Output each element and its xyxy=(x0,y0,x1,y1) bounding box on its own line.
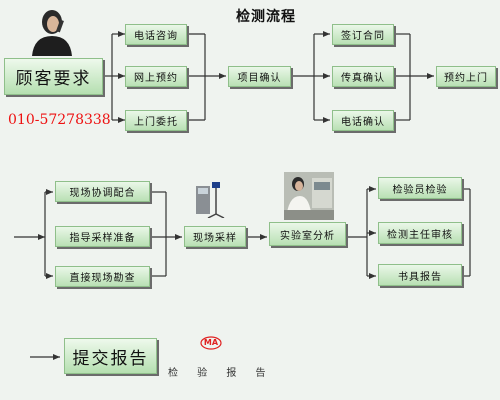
project-confirm-box: 项目确认 xyxy=(228,66,291,87)
online-booking-box: 网上预约 xyxy=(125,66,187,87)
lab-analysis-box: 实验室分析 xyxy=(269,222,346,246)
written-report-box: 书具报告 xyxy=(378,264,462,286)
field-sampling-box: 现场采样 xyxy=(184,226,246,247)
diagram-title: 检测流程 xyxy=(236,9,296,25)
submit-report-box: 提交报告 xyxy=(64,338,157,374)
lab-analysis-photo xyxy=(284,172,334,220)
book-visit-box: 预约上门 xyxy=(436,66,496,87)
site-coordination-box: 现场协调配合 xyxy=(55,181,150,202)
ma-mark-text: MA xyxy=(203,338,219,347)
onsite-commission-box: 上门委托 xyxy=(125,110,187,131)
phone-confirm-box: 电话确认 xyxy=(332,110,394,131)
sign-contract-box: 签订合同 xyxy=(332,24,394,45)
customer-service-photo xyxy=(24,4,80,56)
phone-number: 010-57278338 xyxy=(8,112,111,128)
ma-mark-outline-icon xyxy=(200,336,222,350)
director-review-box: 检测主任审核 xyxy=(378,222,462,244)
customer-request-box: 顾客要求 xyxy=(4,58,103,95)
fax-confirm-box: 传真确认 xyxy=(332,66,394,87)
inspector-check-box: 检验员检验 xyxy=(378,177,462,199)
inspection-report-label: 检 验 报 告 xyxy=(168,368,266,379)
sampling-equipment-photo xyxy=(196,182,225,218)
ma-certification-mark: MA xyxy=(200,336,222,350)
sampling-guidance-box: 指导采样准备 xyxy=(55,226,150,247)
phone-consult-box: 电话咨询 xyxy=(125,24,187,45)
direct-survey-box: 直接现场勘查 xyxy=(55,266,150,287)
